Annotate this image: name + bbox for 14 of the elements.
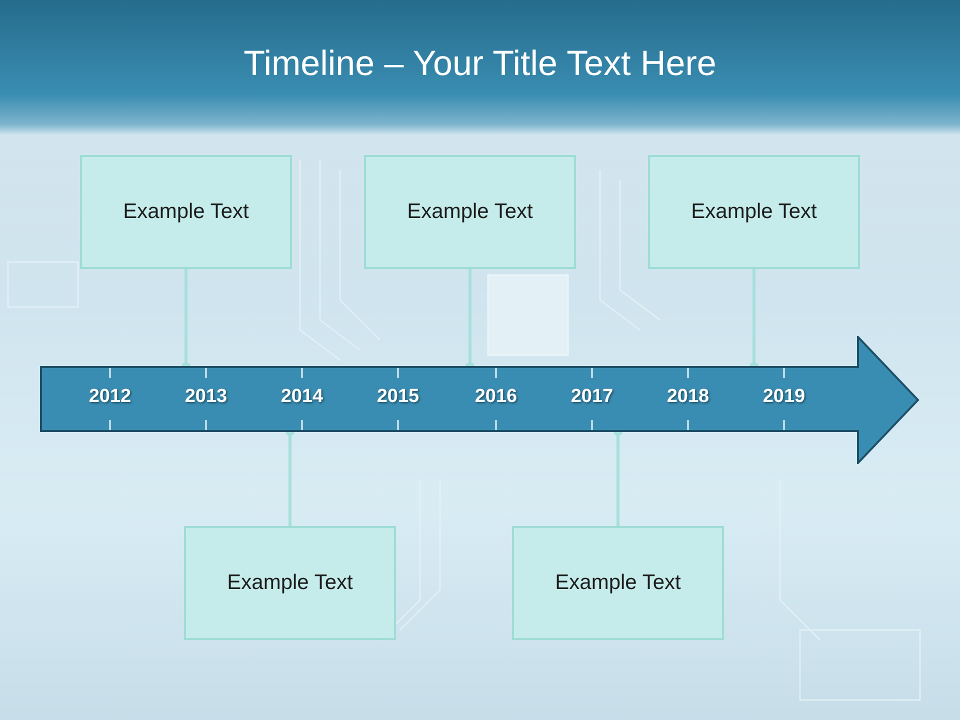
text-box: Example Text <box>80 155 292 269</box>
text-box: Example Text <box>512 526 724 640</box>
year-label: 2018 <box>666 386 710 408</box>
text-box: Example Text <box>364 155 576 269</box>
year-label: 2013 <box>184 386 228 408</box>
year-label: 2017 <box>570 386 614 408</box>
year-label: 2016 <box>474 386 518 408</box>
title: Timeline – Your Title Text Here <box>242 44 718 84</box>
year-label: 2014 <box>280 386 324 408</box>
year-label: 2015 <box>376 386 420 408</box>
year-label: 2012 <box>88 386 132 408</box>
text-box: Example Text <box>184 526 396 640</box>
text-box: Example Text <box>648 155 860 269</box>
year-label: 2019 <box>762 386 806 408</box>
